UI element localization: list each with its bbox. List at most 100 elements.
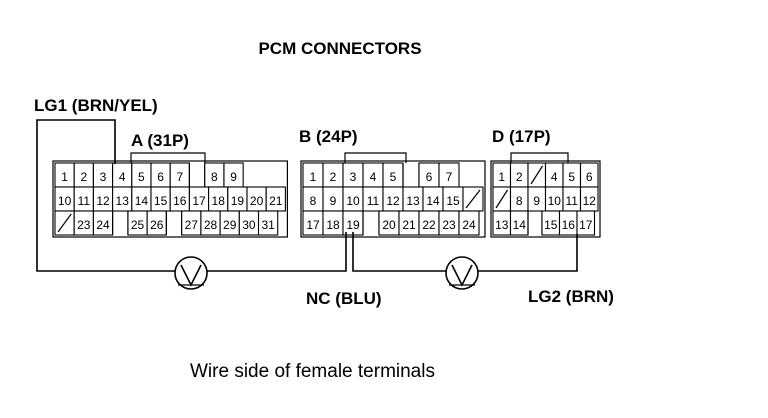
terminal-number: 25 bbox=[131, 218, 145, 232]
voltmeter-2 bbox=[445, 256, 479, 290]
terminal-number: 2 bbox=[80, 170, 87, 184]
wire-label-lg2: LG2 (BRN) bbox=[528, 287, 614, 306]
latch-notch bbox=[527, 211, 543, 235]
terminal-number: 19 bbox=[231, 194, 245, 208]
terminal-number: 6 bbox=[157, 170, 164, 184]
terminal-number: 21 bbox=[402, 218, 416, 232]
connector-housing bbox=[490, 160, 601, 238]
terminal-number: 5 bbox=[568, 170, 575, 184]
wire-lg2 bbox=[478, 234, 578, 272]
terminal-number: 13 bbox=[406, 194, 420, 208]
terminal-number: 5 bbox=[138, 170, 145, 184]
terminal-number: 10 bbox=[346, 194, 360, 208]
latch-notch bbox=[362, 211, 380, 235]
footer-caption: Wire side of female terminals bbox=[190, 361, 435, 382]
terminal-number: 12 bbox=[96, 194, 110, 208]
terminal-number: 31 bbox=[261, 218, 275, 232]
terminal-number: 16 bbox=[173, 194, 187, 208]
connector-housing bbox=[300, 160, 486, 238]
diagram-title: PCM CONNECTORS bbox=[258, 39, 421, 58]
terminal-number: 12 bbox=[583, 194, 597, 208]
terminal-number: 11 bbox=[367, 194, 380, 208]
terminal-number: 13 bbox=[495, 218, 509, 232]
connector-d-label: D (17P) bbox=[492, 127, 551, 146]
terminal-number: 2 bbox=[330, 170, 337, 184]
terminal-number: 4 bbox=[551, 170, 558, 184]
terminal-number: 26 bbox=[150, 218, 164, 232]
terminal-number: 19 bbox=[346, 218, 360, 232]
terminal-number: 3 bbox=[350, 170, 357, 184]
terminal-number: 21 bbox=[269, 194, 283, 208]
terminal-number: 9 bbox=[533, 194, 540, 208]
terminal-number: 7 bbox=[176, 170, 183, 184]
terminal-number: 9 bbox=[330, 194, 337, 208]
terminal-number: 16 bbox=[562, 218, 576, 232]
terminal-number: 12 bbox=[386, 194, 400, 208]
terminal-number: 7 bbox=[446, 170, 453, 184]
terminal-number: 20 bbox=[250, 194, 264, 208]
latch-notch bbox=[112, 211, 129, 235]
terminal-number: 1 bbox=[61, 170, 68, 184]
terminal-number: 6 bbox=[586, 170, 593, 184]
terminal-number: 29 bbox=[223, 218, 237, 232]
terminal-number: 8 bbox=[516, 194, 523, 208]
empty-terminal-slash bbox=[465, 189, 481, 209]
terminal-cell bbox=[257, 210, 279, 236]
terminal-number: 24 bbox=[96, 218, 110, 232]
latch-notch bbox=[188, 163, 206, 187]
terminal-number: 10 bbox=[58, 194, 72, 208]
terminal-number: 9 bbox=[230, 170, 237, 184]
terminal-number: 14 bbox=[426, 194, 440, 208]
terminal-number: 18 bbox=[212, 194, 226, 208]
terminal-number: 22 bbox=[422, 218, 436, 232]
terminal-number: 28 bbox=[204, 218, 218, 232]
terminal-number: 20 bbox=[382, 218, 396, 232]
terminal-number: 11 bbox=[566, 194, 579, 208]
empty-terminal-slash bbox=[495, 189, 509, 209]
terminal-number: 1 bbox=[498, 170, 505, 184]
terminal-number: 18 bbox=[326, 218, 340, 232]
terminal-number: 17 bbox=[579, 218, 593, 232]
wire-b19-meter2 bbox=[352, 232, 446, 272]
wire-lg1 bbox=[36, 119, 175, 272]
wiring bbox=[36, 119, 578, 272]
terminal-cell bbox=[458, 210, 480, 236]
terminal-number: 23 bbox=[77, 218, 91, 232]
terminal-number: 1 bbox=[310, 170, 317, 184]
terminal-number: 3 bbox=[100, 170, 107, 184]
terminal-cell bbox=[576, 210, 596, 236]
terminal-number: 15 bbox=[544, 218, 558, 232]
voltmeter-1 bbox=[174, 256, 208, 290]
wire-label-lg1: LG1 (BRN/YEL) bbox=[34, 96, 158, 115]
terminal-number: 27 bbox=[185, 218, 199, 232]
terminal-number: 6 bbox=[426, 170, 433, 184]
connector-b-label: B (24P) bbox=[299, 127, 358, 146]
terminal-number: 10 bbox=[548, 194, 562, 208]
connector-housing bbox=[52, 160, 289, 238]
connector-lock-tab bbox=[130, 152, 206, 163]
wire-label-nc: NC (BLU) bbox=[306, 289, 382, 308]
terminal-number: 15 bbox=[154, 194, 168, 208]
empty-terminal-slash bbox=[57, 213, 72, 233]
terminal-number: 15 bbox=[446, 194, 460, 208]
wire-meter1-b19 bbox=[207, 232, 347, 272]
connector-lock-tab bbox=[510, 152, 569, 163]
terminal-number: 4 bbox=[119, 170, 126, 184]
terminal-number: 24 bbox=[462, 218, 476, 232]
terminal-number: 11 bbox=[78, 194, 91, 208]
terminal-number: 2 bbox=[516, 170, 523, 184]
terminal-number: 17 bbox=[306, 218, 320, 232]
terminal-number: 8 bbox=[310, 194, 317, 208]
terminal-number: 5 bbox=[390, 170, 397, 184]
empty-terminal-slash bbox=[530, 165, 544, 185]
connector-a-label: A (31P) bbox=[131, 131, 189, 150]
latch-notch bbox=[402, 163, 420, 187]
terminal-number: 8 bbox=[211, 170, 218, 184]
terminal-number: 14 bbox=[135, 194, 149, 208]
terminal-number: 23 bbox=[442, 218, 456, 232]
terminal-number: 13 bbox=[116, 194, 130, 208]
